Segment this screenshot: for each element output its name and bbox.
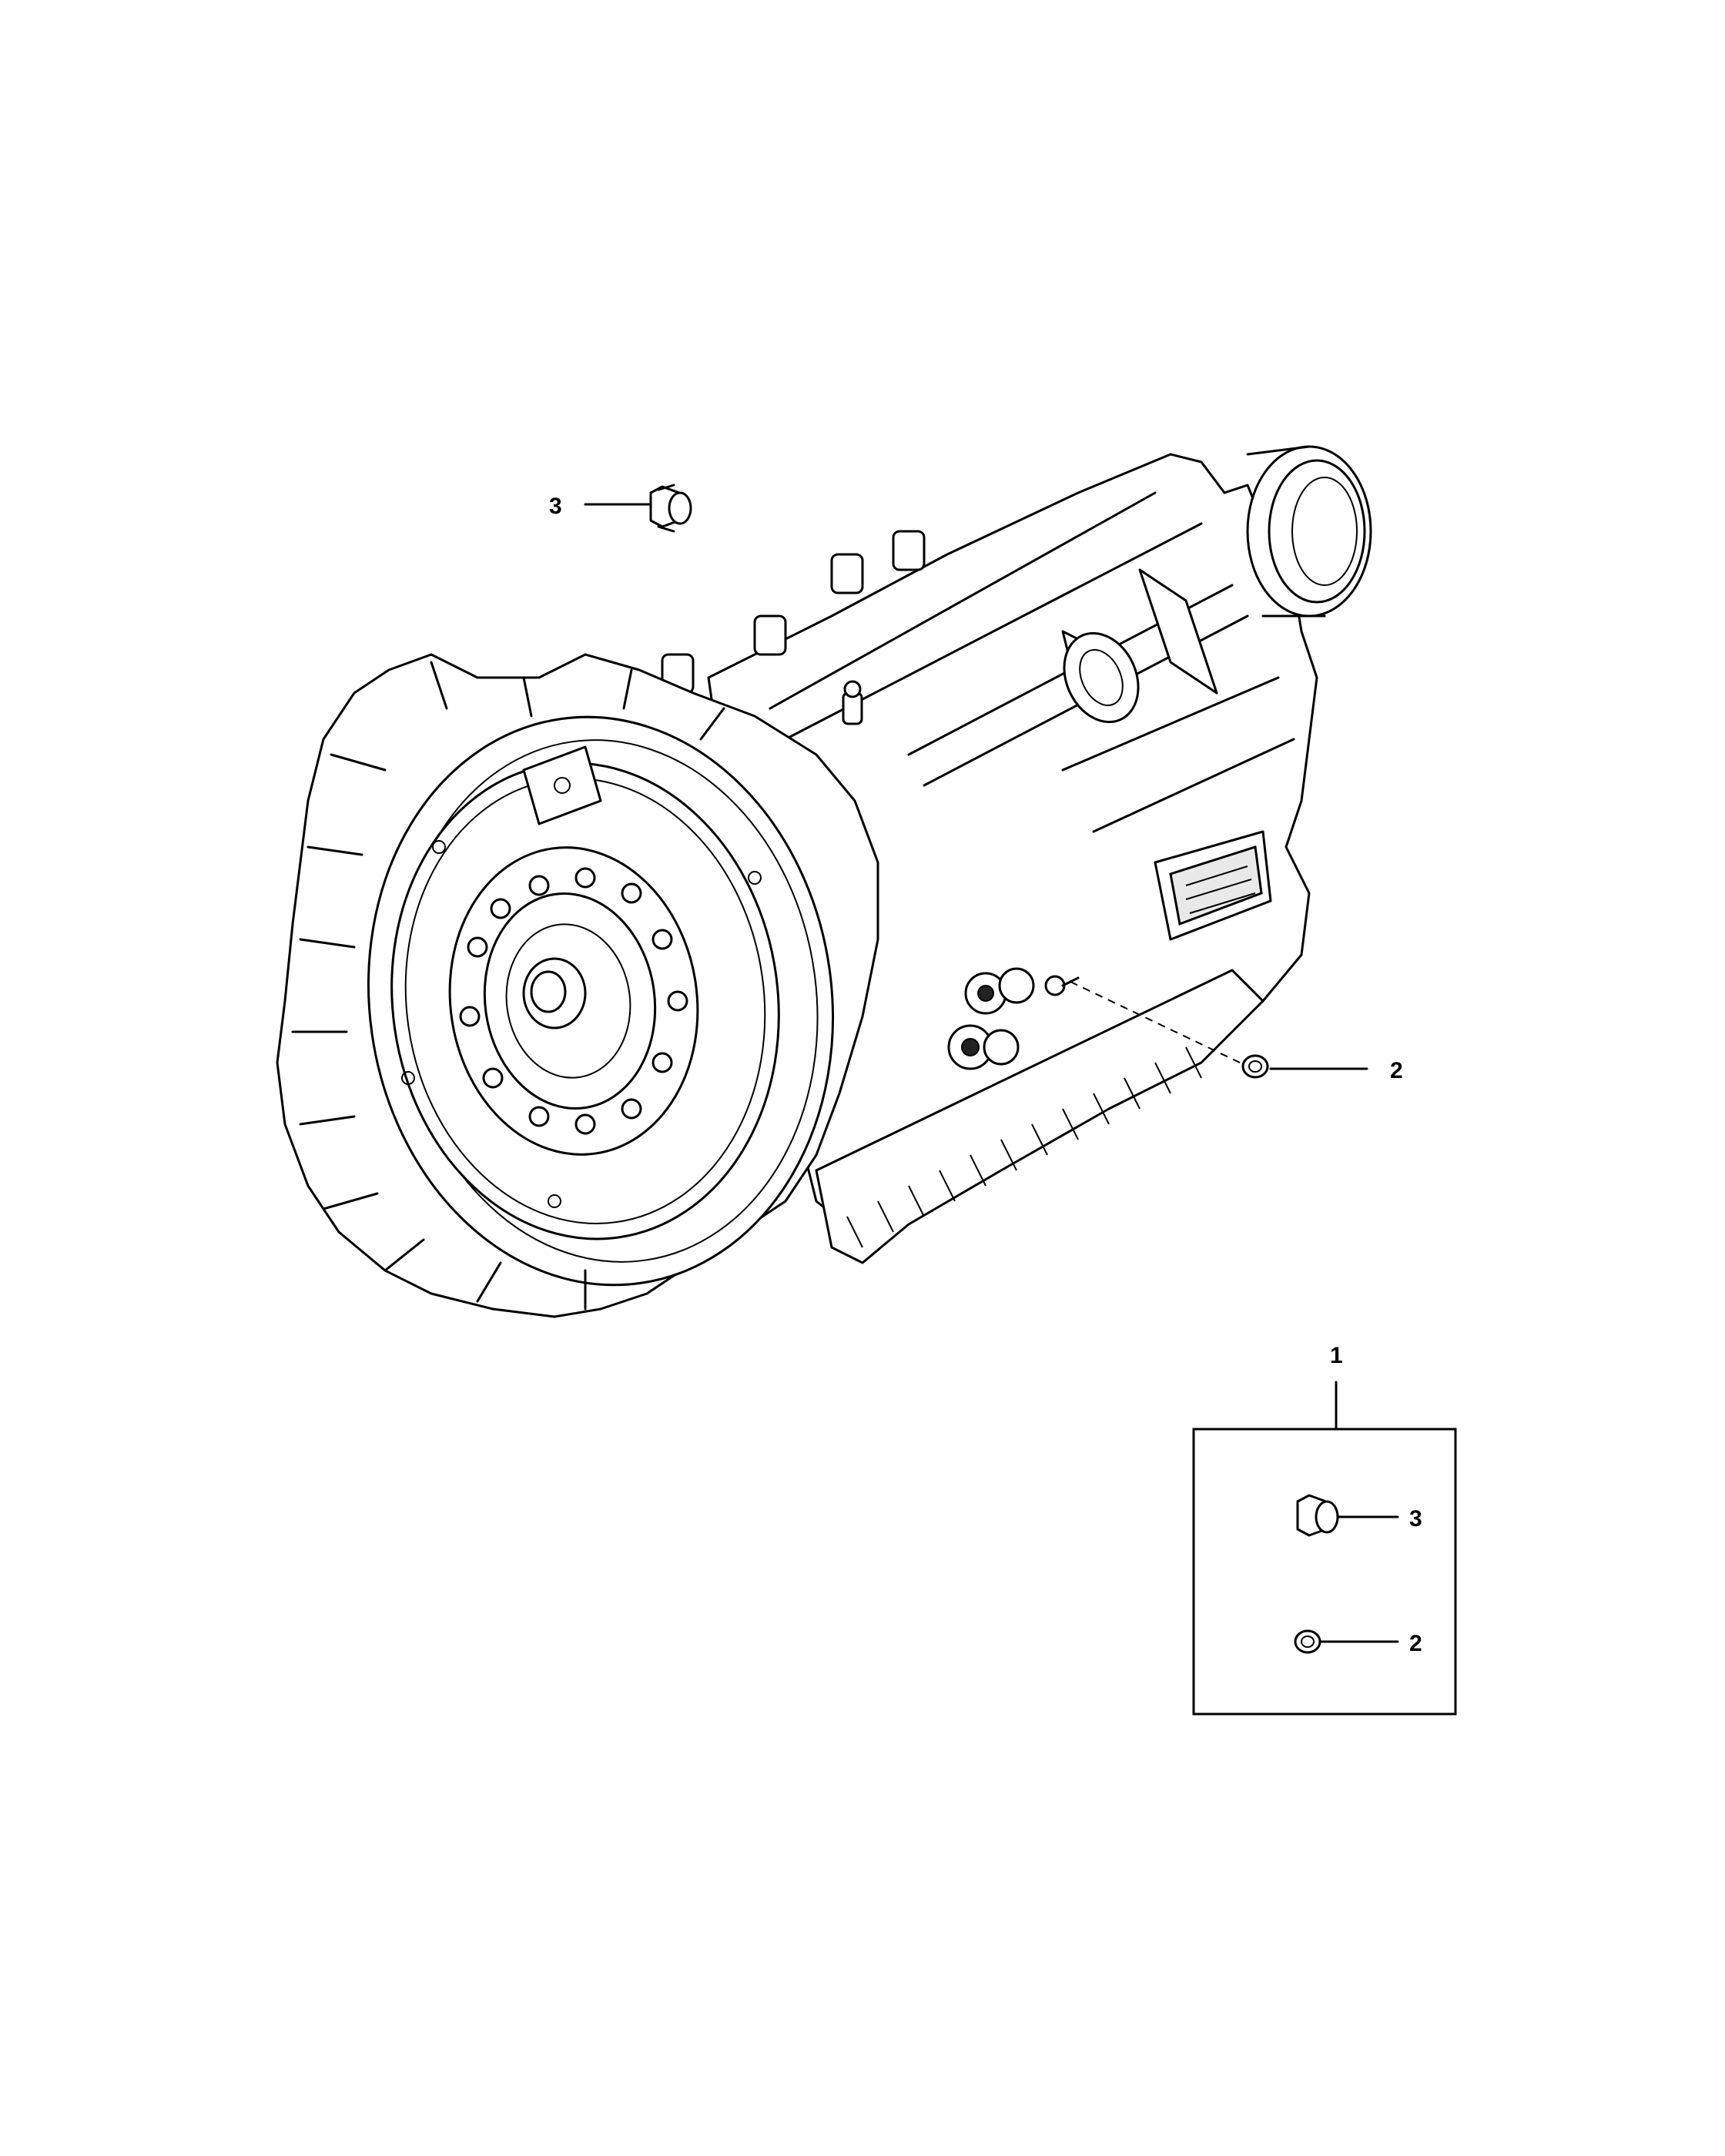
case-ribs <box>661 491 1295 833</box>
electrical-connector <box>1063 631 1140 724</box>
id-label-plate <box>1154 830 1272 941</box>
cooler-line <box>842 680 863 725</box>
callout-3-top: 3 <box>549 494 562 519</box>
plug-top <box>584 484 692 533</box>
torque-converter <box>390 762 780 1240</box>
kit-box <box>1192 1428 1457 1716</box>
oil-pan <box>815 969 1264 1264</box>
kit-plug <box>1296 1494 1399 1537</box>
fittings <box>947 967 1080 1070</box>
kit-seal <box>1294 1629 1399 1654</box>
drain-seal <box>1241 1054 1368 1079</box>
callout-3-kit: 3 <box>1409 1506 1422 1532</box>
output-shaft-housing <box>1246 445 1372 618</box>
callout-2-kit: 2 <box>1409 1631 1422 1656</box>
leader-dashed-seal <box>1070 981 1241 1063</box>
bell-housing-ribs <box>291 661 725 1311</box>
mounting-boss <box>522 745 602 825</box>
transmission-assembly <box>276 445 1372 1318</box>
callout-2-seal: 2 <box>1390 1058 1403 1083</box>
callout-1-kit: 1 <box>1330 1343 1343 1368</box>
